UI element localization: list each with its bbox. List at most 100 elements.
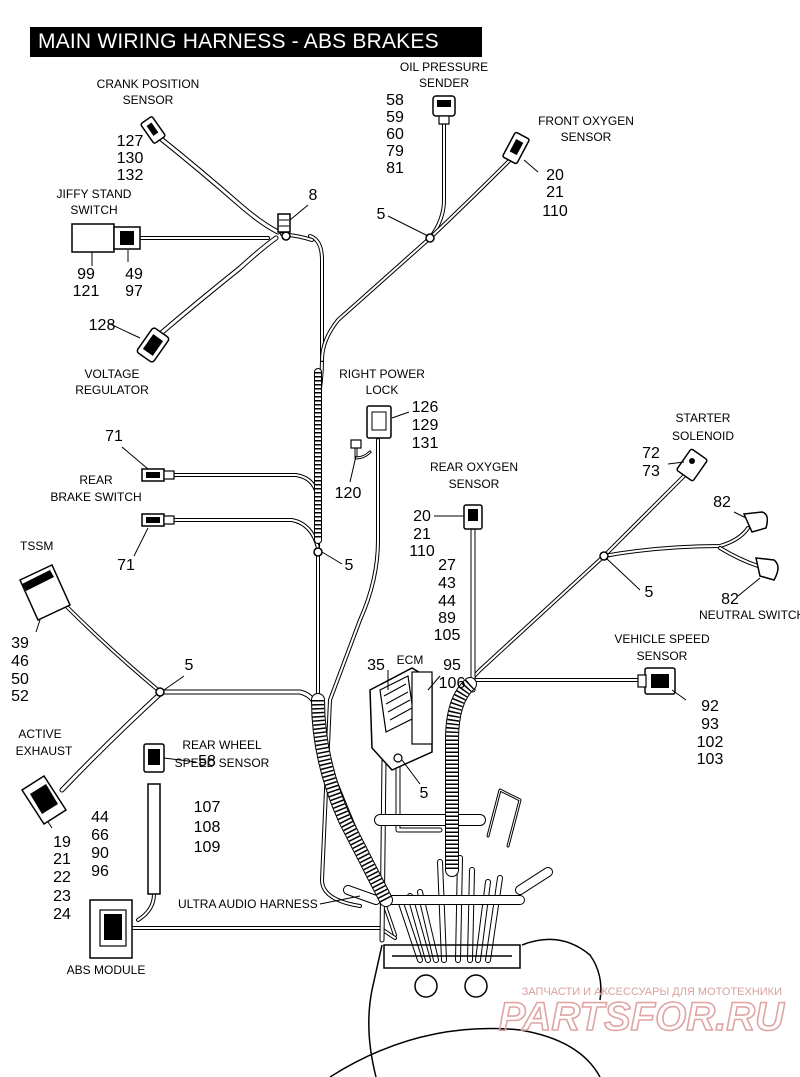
starter-solenoid-connector — [676, 448, 708, 482]
callout-crank-2: 130 — [117, 150, 144, 167]
label-vehicle-speed-1: VEHICLE SPEED — [614, 632, 710, 646]
callout-clip-right: 5 — [645, 584, 654, 601]
label-front-oxygen-2: SENSOR — [561, 130, 612, 144]
leader-line-23 — [47, 821, 53, 829]
label-starter-2: SOLENOID — [672, 429, 734, 443]
leader-line-18 — [163, 675, 185, 691]
leader-line-6 — [349, 455, 357, 483]
label-ecm: ECM — [397, 653, 424, 667]
callout-rear-wheel-4: 109 — [194, 839, 221, 856]
jiffy-stand-switch-connector — [71, 223, 141, 253]
callout-front-oxygen-1: 20 — [546, 167, 564, 184]
callout-front-oxygen-3: 110 — [542, 203, 568, 220]
wire-ecm-lead-2-core — [380, 758, 386, 942]
leader-line-12 — [737, 577, 761, 597]
callout-power-lock-2: 129 — [412, 417, 439, 434]
wire-power-lock-core — [321, 439, 379, 907]
callout-power-lock-3: 131 — [412, 435, 439, 452]
leader-line-13 — [605, 557, 641, 591]
callout-tssm-2: 46 — [11, 653, 29, 670]
callout-rear-wheel-2: 107 — [194, 799, 221, 816]
clip-8 — [277, 213, 291, 233]
watermark-tagline: ЗАПЧАСТИ И АКСЕССУАРЫ ДЛЯ МОТОТЕХНИКИ — [522, 986, 782, 998]
callout-jiffy-left-2: 121 — [73, 283, 100, 300]
wire-neutral-bottom-core — [719, 547, 759, 567]
label-crank-2: SENSOR — [123, 93, 174, 107]
label-brake-2: BRAKE SWITCH — [50, 490, 141, 504]
leader-line-1 — [107, 322, 141, 339]
callout-oil-4: 79 — [386, 143, 404, 160]
callout-crank-3: 132 — [117, 167, 144, 184]
rear-brake-switch-connector-bottom — [141, 513, 175, 527]
right-power-lock-connector — [350, 405, 392, 449]
leader-line-7 — [121, 446, 149, 470]
neutral-switch-terminal-bottom — [755, 557, 779, 581]
wire-brake-bottom-core — [173, 519, 319, 549]
callout-numbers: 127 130 132 58 59 60 79 81 20 21 110 8 5… — [11, 92, 739, 923]
component-labels: CRANK POSITION SENSOR OIL PRESSURE SENDE… — [16, 60, 800, 977]
callout-oil-2: 59 — [386, 109, 404, 126]
label-active-exhaust-2: EXHAUST — [16, 744, 73, 758]
title-bar: MAIN WIRING HARNESS - ABS BRAKES — [30, 27, 482, 57]
harness-wires — [59, 122, 760, 963]
callout-clip-mid: 5 — [345, 557, 354, 574]
watermark: ЗАПЧАСТИ И АКСЕССУАРЫ ДЛЯ МОТОТЕХНИКИ PA… — [498, 986, 786, 1040]
callout-clip-top: 8 — [309, 187, 318, 204]
callout-vehicle-speed-2: 93 — [701, 716, 719, 733]
ecm-unit — [369, 667, 433, 771]
label-voltage-2: REGULATOR — [75, 383, 149, 397]
wire-left-branch — [157, 689, 321, 723]
callout-jiffy-left-1: 99 — [77, 266, 95, 283]
wire-left-branch-core — [158, 690, 320, 722]
label-crank-1: CRANK POSITION — [97, 77, 200, 91]
frame-bolt-left — [414, 974, 438, 998]
callout-rear-wheel-3: 108 — [194, 819, 221, 836]
label-tssm: TSSM — [20, 539, 53, 553]
callout-active-exhaust-4: 23 — [53, 888, 71, 905]
callout-rear-oxygen-3: 110 — [409, 543, 435, 560]
callout-brake-bottom: 71 — [117, 557, 135, 574]
callout-ecm-left: 35 — [367, 657, 385, 674]
label-power-lock-2: LOCK — [366, 383, 399, 397]
label-rear-wheel-1: REAR WHEEL — [182, 738, 262, 752]
callout-clip-left: 5 — [185, 657, 194, 674]
wire-tssm-core — [61, 601, 159, 691]
abs-module — [89, 899, 133, 959]
callout-active-exhaust-3: 22 — [53, 869, 71, 886]
wire-voltage-core — [158, 236, 278, 336]
tank-outline — [329, 1027, 601, 1077]
wire-bundle-1-core — [398, 898, 422, 962]
wire-crank-core — [158, 136, 280, 234]
callout-oil-1: 58 — [386, 92, 404, 109]
crank-position-sensor-connector — [140, 116, 166, 144]
leader-line-20 — [163, 757, 197, 763]
wire-front-oxygen — [320, 158, 512, 362]
callout-brake-top: 71 — [105, 428, 123, 445]
leader-lines — [35, 159, 761, 905]
leader-line-5 — [391, 411, 410, 419]
leader-line-2 — [289, 204, 309, 221]
callout-power-lock-1: 126 — [412, 399, 439, 416]
frame-rail-left — [368, 944, 383, 1077]
page-title: MAIN WIRING HARNESS - ABS BRAKES — [38, 30, 439, 53]
callout-starter-1: 72 — [642, 445, 660, 462]
frame-outline — [329, 938, 602, 1077]
wire-right-stub-2-core — [487, 789, 521, 847]
vehicle-speed-sensor-connector — [637, 667, 676, 695]
label-jiffy-1: JIFFY STAND — [57, 187, 132, 201]
callout-oil-3: 60 — [386, 126, 404, 143]
callout-starter-2: 73 — [642, 463, 660, 480]
callout-voltage: 128 — [89, 317, 116, 334]
label-rear-oxygen-1: REAR OXYGEN — [430, 460, 518, 474]
callout-ecm-right-1: 95 — [443, 657, 461, 674]
callout-power-lock-ground: 120 — [335, 485, 362, 502]
callout-tssm-3: 50 — [11, 671, 29, 688]
callout-abs-2: 66 — [91, 827, 109, 844]
wire-brake-top — [172, 473, 320, 502]
callout-clip-front: 5 — [377, 206, 386, 223]
wire-bundle-5-core — [456, 856, 462, 962]
leader-line-17 — [401, 759, 421, 785]
leader-line-10 — [667, 461, 685, 465]
frame-bolt-right — [464, 974, 488, 998]
